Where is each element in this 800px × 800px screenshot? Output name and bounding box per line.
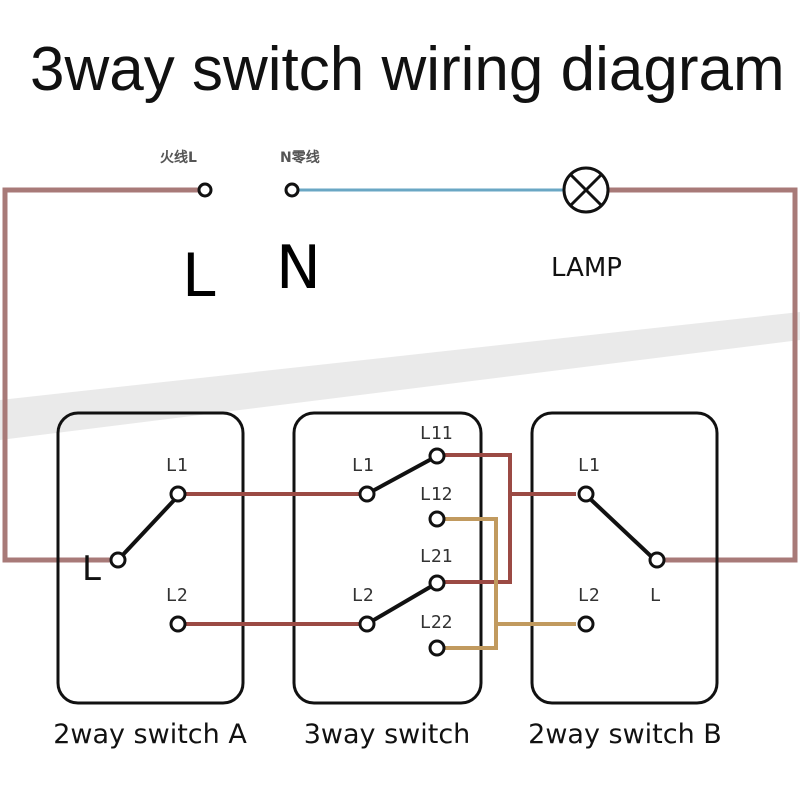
live-label-cn: 火线L [160,149,197,166]
live-wire-to-switch-a [2,187,205,563]
live-terminal [197,182,213,198]
lamp-to-switch-b-wire [597,187,798,563]
three-way-l21-label: L21 [420,546,453,567]
switch-b-common-label: L [650,585,661,606]
switch-a-box [56,411,245,705]
live-symbol: L [182,241,216,311]
three-way-l12-label: L12 [420,484,453,505]
three-way-l2-terminal [358,615,376,633]
three-way-l1-terminal [358,485,376,503]
wire-l12-l22-bridge [443,517,498,650]
switch-b-box [530,411,719,705]
switch-a-l1-label: L1 [166,455,188,476]
watermark-band [0,312,800,440]
diagram-title: 3way switch wiring diagram [30,35,785,104]
switch-b-caption: 2way switch B [528,719,722,750]
three-way-l12-terminal [428,510,446,528]
neutral-label-cn: N零线 [280,149,320,166]
neutral-terminal [284,182,300,198]
switch-a-common-terminal [109,551,127,569]
lamp-icon [562,166,610,214]
neutral-symbol: N [276,233,321,303]
three-way-l1-label: L1 [352,455,374,476]
switch-a-l2-terminal [169,615,187,633]
three-way-l22-label: L22 [420,612,453,633]
switch-a-l2-label: L2 [166,585,188,606]
switch-b-lever[interactable] [584,493,657,562]
wire-l11-l21-bridge [443,453,512,584]
switch-b-l2-label: L2 [578,585,600,606]
three-way-l22-terminal [428,639,446,657]
switch-a-caption: 2way switch A [53,719,247,750]
three-way-lever-2[interactable] [365,581,439,626]
switch-b-common-terminal [648,551,666,569]
three-way-switch-box [292,411,483,705]
switch-a-common-label: L [82,549,101,589]
switch-a-lever[interactable] [116,494,180,562]
three-way-l21-terminal [428,574,446,592]
switch-b-l2-terminal [577,615,595,633]
switch-b-l1-terminal [577,485,595,503]
three-way-l11-terminal [428,447,446,465]
three-way-lever-1[interactable] [365,454,439,496]
three-way-l11-label: L11 [420,423,453,444]
three-way-l2-label: L2 [352,585,374,606]
switch-a-l1-terminal [169,485,187,503]
lamp-label: LAMP [551,253,622,283]
switch-b-l1-label: L1 [578,455,600,476]
three-way-switch-caption: 3way switch [304,719,471,750]
